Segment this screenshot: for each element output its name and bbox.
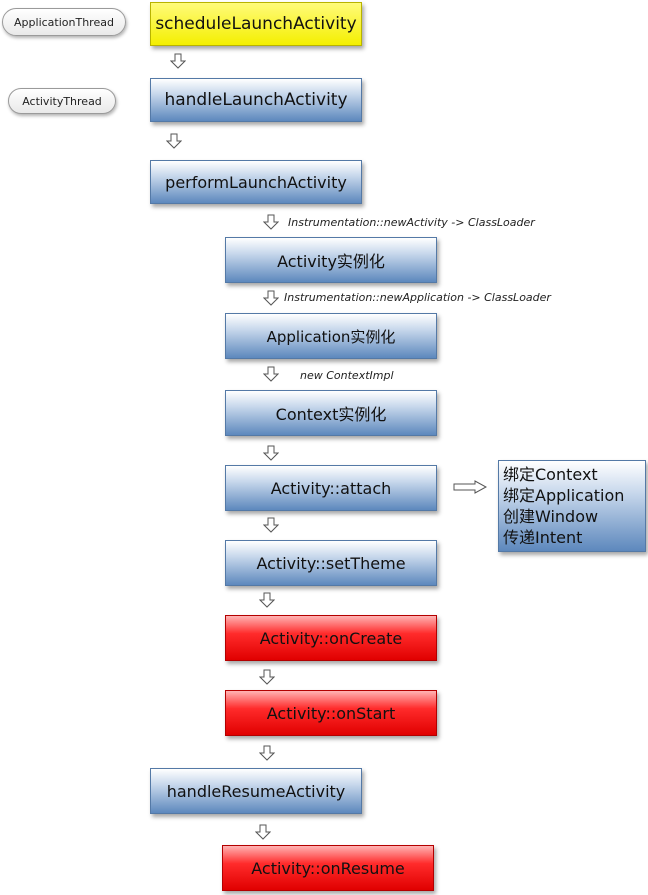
- application-thread-label: ApplicationThread: [2, 8, 126, 36]
- activity-set-theme-box: Activity::setTheme: [225, 540, 437, 586]
- application-instantiate-box: Application实例化: [225, 313, 437, 359]
- down-arrow-icon: [166, 133, 182, 149]
- down-arrow-icon: [263, 445, 279, 461]
- down-arrow-icon: [259, 669, 275, 685]
- activity-on-create-box: Activity::onCreate: [225, 615, 437, 661]
- attach-detail-item: 创建Window: [503, 507, 599, 526]
- handle-resume-activity-box: handleResumeActivity: [150, 768, 362, 814]
- activity-thread-label: ActivityThread: [8, 88, 116, 114]
- perform-launch-activity-box: performLaunchActivity: [150, 160, 362, 204]
- context-instantiate-box: Context实例化: [225, 390, 437, 436]
- down-arrow-icon: [263, 214, 279, 230]
- attach-detail-item: 传递Intent: [503, 528, 583, 547]
- down-arrow-icon: [255, 824, 271, 840]
- down-arrow-icon: [259, 745, 275, 761]
- activity-attach-box: Activity::attach: [225, 465, 437, 511]
- attach-detail-item: 绑定Application: [503, 486, 625, 505]
- right-arrow-icon: [453, 480, 487, 494]
- attach-details-box: 绑定Context 绑定Application 创建Window 传递Inten…: [498, 460, 646, 552]
- activity-on-start-box: Activity::onStart: [225, 690, 437, 736]
- down-arrow-icon: [263, 366, 279, 382]
- down-arrow-icon: [170, 53, 186, 69]
- handle-launch-activity-box: handleLaunchActivity: [150, 78, 362, 122]
- activity-on-resume-box: Activity::onResume: [222, 845, 434, 891]
- down-arrow-icon: [263, 290, 279, 306]
- down-arrow-icon: [259, 592, 275, 608]
- activity-instantiate-box: Activity实例化: [225, 237, 437, 283]
- schedule-launch-activity-box: scheduleLaunchActivity: [150, 2, 362, 46]
- new-application-note: Instrumentation::newApplication -> Class…: [284, 291, 551, 304]
- new-context-note: new ContextImpl: [300, 369, 394, 382]
- new-activity-note: Instrumentation::newActivity -> ClassLoa…: [288, 216, 535, 229]
- attach-detail-item: 绑定Context: [503, 465, 598, 484]
- down-arrow-icon: [263, 517, 279, 533]
